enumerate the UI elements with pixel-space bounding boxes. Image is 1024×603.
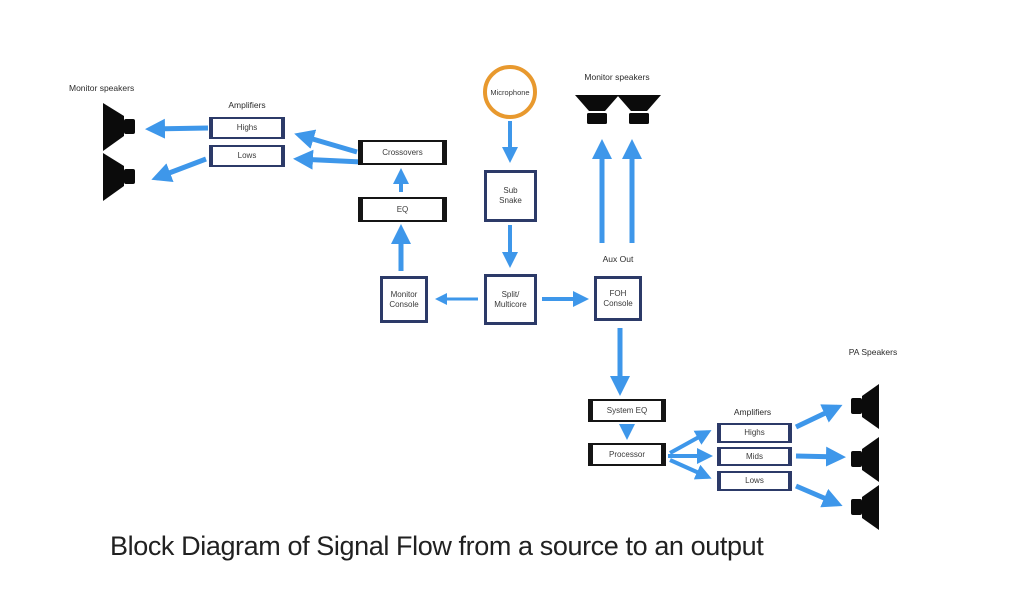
microphone-label: Microphone bbox=[490, 87, 530, 97]
amp-right-mids-node: Mids bbox=[717, 447, 792, 466]
monitor-speakers-left-label: Monitor speakers bbox=[69, 83, 135, 93]
monitor-speakers-center-label: Monitor speakers bbox=[584, 72, 650, 82]
arrow-highs-right-to-pa1 bbox=[794, 404, 843, 430]
pa-speaker-2-icon bbox=[851, 437, 879, 482]
arrow-lows-left-to-speaker2 bbox=[151, 156, 207, 183]
stage-monitor-speaker-2-icon bbox=[617, 95, 661, 124]
arrow-processor-to-highs-right bbox=[669, 430, 712, 455]
arrow-mids-right-to-pa2 bbox=[795, 446, 846, 467]
arrow-processor-to-lows-right bbox=[669, 458, 712, 480]
amp-right-highs-node: Highs bbox=[717, 423, 792, 443]
split-multicore-node: Split/ Multicore bbox=[484, 274, 537, 325]
pa-speaker-1-icon bbox=[851, 384, 879, 429]
crossovers-node: Crossovers bbox=[358, 140, 447, 165]
amplifiers-right-label: Amplifiers bbox=[733, 407, 772, 417]
system-eq-node: System EQ bbox=[588, 399, 666, 422]
monitor-speaker-left-2-icon bbox=[103, 153, 135, 201]
sub-snake-node: Sub Snake bbox=[484, 170, 537, 222]
pa-speakers-label: PA Speakers bbox=[848, 347, 898, 357]
monitor-console-node: Monitor Console bbox=[380, 276, 428, 323]
amplifiers-left-label: Amplifiers bbox=[228, 100, 266, 110]
amp-right-lows-node: Lows bbox=[717, 471, 792, 491]
aux-out-label: Aux Out bbox=[602, 254, 634, 264]
monitor-speaker-left-1-icon bbox=[103, 103, 135, 151]
arrow-highs-left-to-speaker1 bbox=[145, 118, 209, 139]
amp-left-lows-node: Lows bbox=[209, 145, 285, 167]
arrow-lows-right-to-pa3 bbox=[795, 483, 843, 508]
eq-node: EQ bbox=[358, 197, 447, 222]
arrow-crossovers-to-highs-left bbox=[294, 129, 358, 155]
diagram-title: Block Diagram of Signal Flow from a sour… bbox=[110, 531, 764, 561]
foh-console-node: FOH Console bbox=[594, 276, 642, 321]
stage-monitor-speaker-1-icon bbox=[575, 95, 619, 124]
amp-left-highs-node: Highs bbox=[209, 117, 285, 139]
pa-speaker-3-icon bbox=[851, 485, 879, 530]
arrow-group bbox=[145, 118, 846, 508]
arrow-crossovers-to-lows-left bbox=[293, 149, 363, 170]
processor-node: Processor bbox=[588, 443, 666, 466]
speaker-icon-group bbox=[103, 95, 879, 530]
microphone-node: Microphone bbox=[483, 65, 537, 119]
